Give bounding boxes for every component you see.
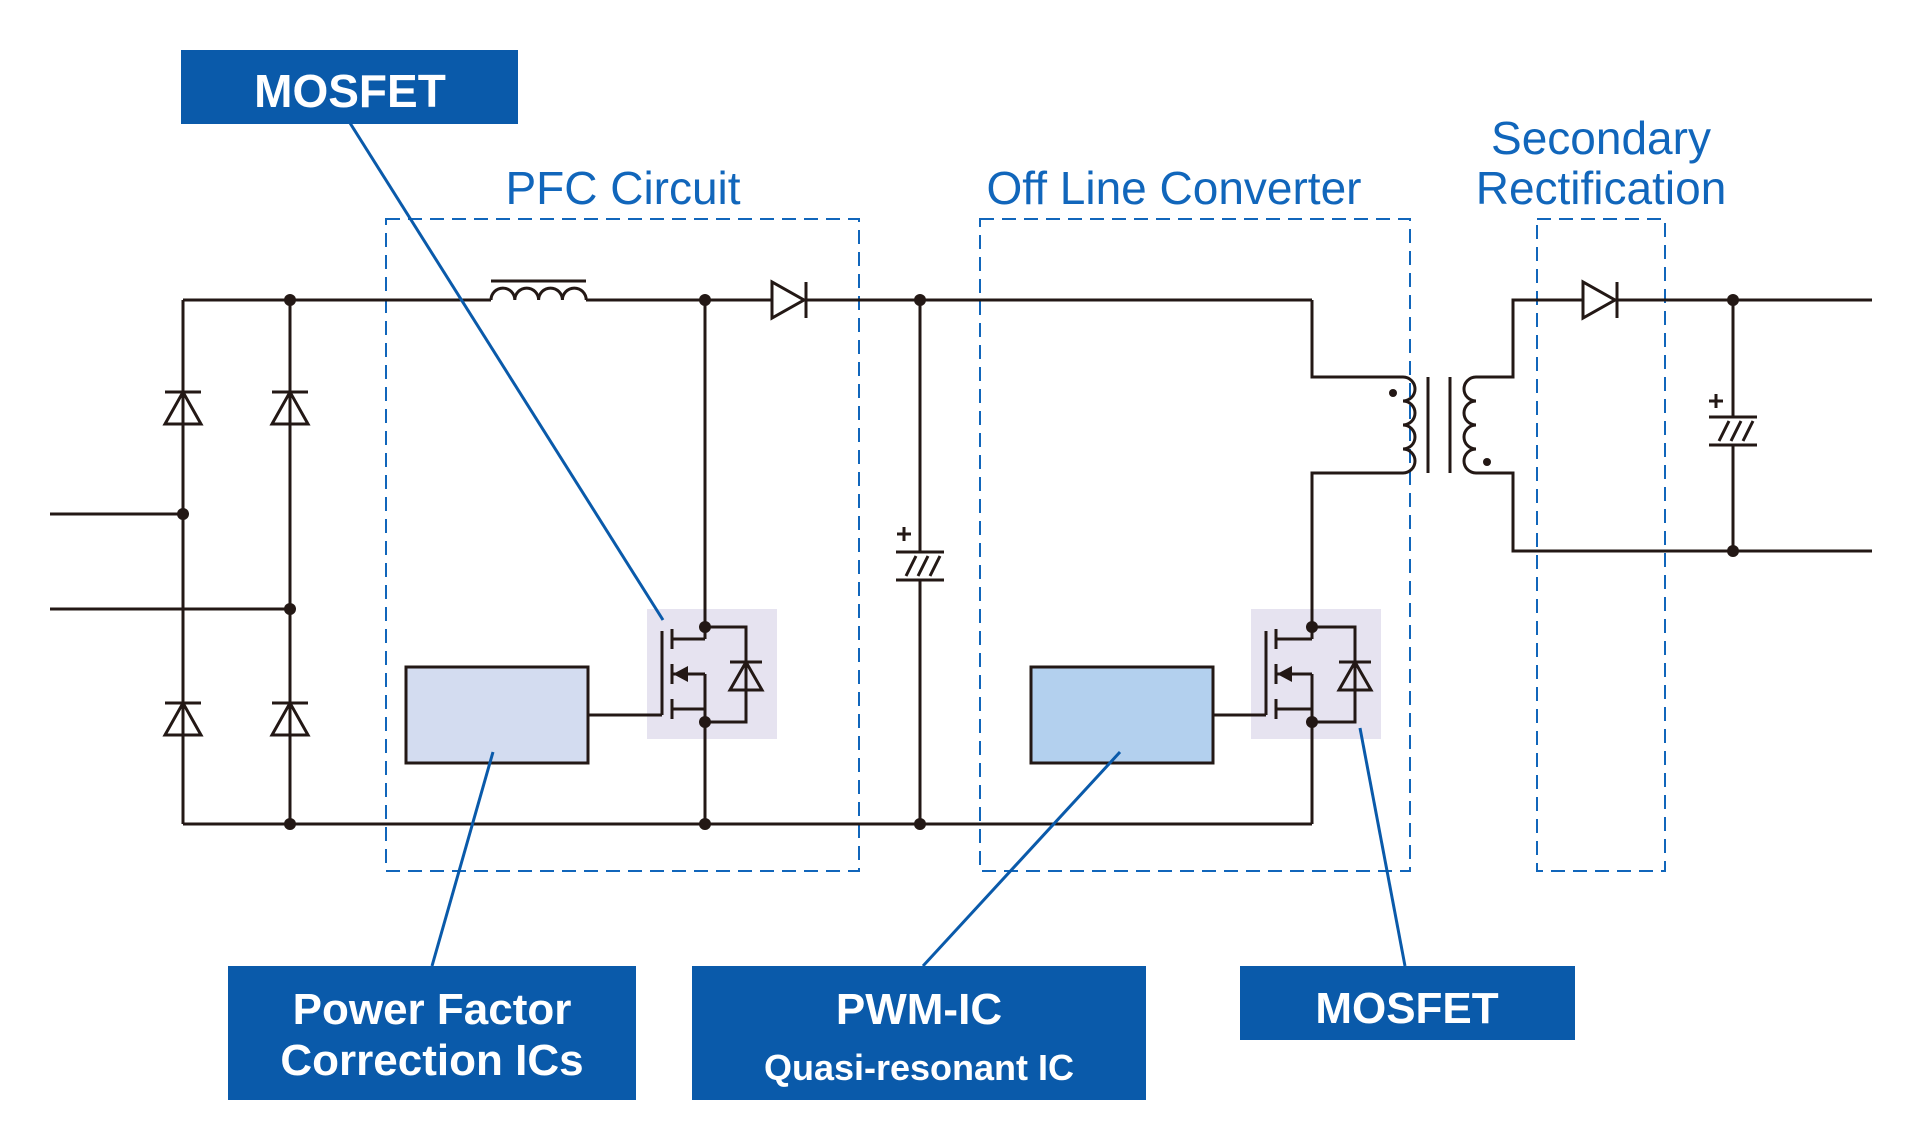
pfc-ic-block xyxy=(404,665,590,765)
output-capacitor xyxy=(1709,394,1757,447)
bridge-diode-4 xyxy=(269,699,311,737)
leader-mosfet-bottom xyxy=(1358,727,1407,967)
label-pfc-ic-text-1: Power Factor xyxy=(293,985,572,1034)
junction-dots xyxy=(177,294,1739,830)
circuit-wires xyxy=(50,298,1872,826)
bridge-diode-1 xyxy=(162,388,204,426)
pfc-inductor xyxy=(489,286,588,301)
section-boxes xyxy=(385,218,1666,872)
callout-leaders xyxy=(348,122,1407,968)
label-mosfet-bottom-text: MOSFET xyxy=(1315,984,1498,1033)
label-pwm-ic-text-2: Quasi-resonant IC xyxy=(764,1047,1074,1088)
pfc-mosfet-background xyxy=(647,609,777,739)
label-pwm-ic: PWM-IC Quasi-resonant IC xyxy=(692,966,1146,1100)
leader-pfc-ic xyxy=(430,751,495,967)
bridge-diode-3 xyxy=(162,699,204,737)
pfc-mosfet-arrow xyxy=(673,666,688,682)
label-pwm-ic-text-1: PWM-IC xyxy=(836,985,1002,1034)
offline-converter-box xyxy=(979,218,1411,872)
pwm-ic-block xyxy=(1029,665,1215,765)
transformer-dot-secondary xyxy=(1483,458,1491,466)
offline-converter-title: Off Line Converter xyxy=(986,162,1361,214)
leader-pwm-ic xyxy=(921,750,1122,968)
transformer xyxy=(1402,375,1477,475)
label-mosfet-bottom: MOSFET xyxy=(1240,966,1575,1040)
leader-mosfet-top xyxy=(348,122,665,621)
bridge-diodes xyxy=(162,388,311,737)
bridge-diode-2 xyxy=(269,388,311,426)
pfc-circuit-title: PFC Circuit xyxy=(505,162,740,214)
secondary-rectification-box xyxy=(1536,218,1666,872)
secondary-rectification-title-1: Secondary xyxy=(1491,112,1711,164)
label-pfc-ic: Power Factor Correction ICs xyxy=(228,966,636,1100)
label-pfc-ic-text-2: Correction ICs xyxy=(280,1036,583,1085)
pfc-circuit-box xyxy=(385,218,860,872)
transformer-dot-primary xyxy=(1389,389,1397,397)
label-mosfet-top-text: MOSFET xyxy=(254,65,446,117)
offline-mosfet-symbol xyxy=(1264,625,1374,724)
secondary-rectification-title-2: Rectification xyxy=(1476,162,1727,214)
pfc-boost-diode xyxy=(770,279,808,321)
bulk-capacitor xyxy=(896,527,944,582)
offline-mosfet-arrow xyxy=(1277,666,1292,682)
secondary-rectifier-diode xyxy=(1581,279,1619,321)
label-mosfet-top: MOSFET xyxy=(181,50,518,124)
